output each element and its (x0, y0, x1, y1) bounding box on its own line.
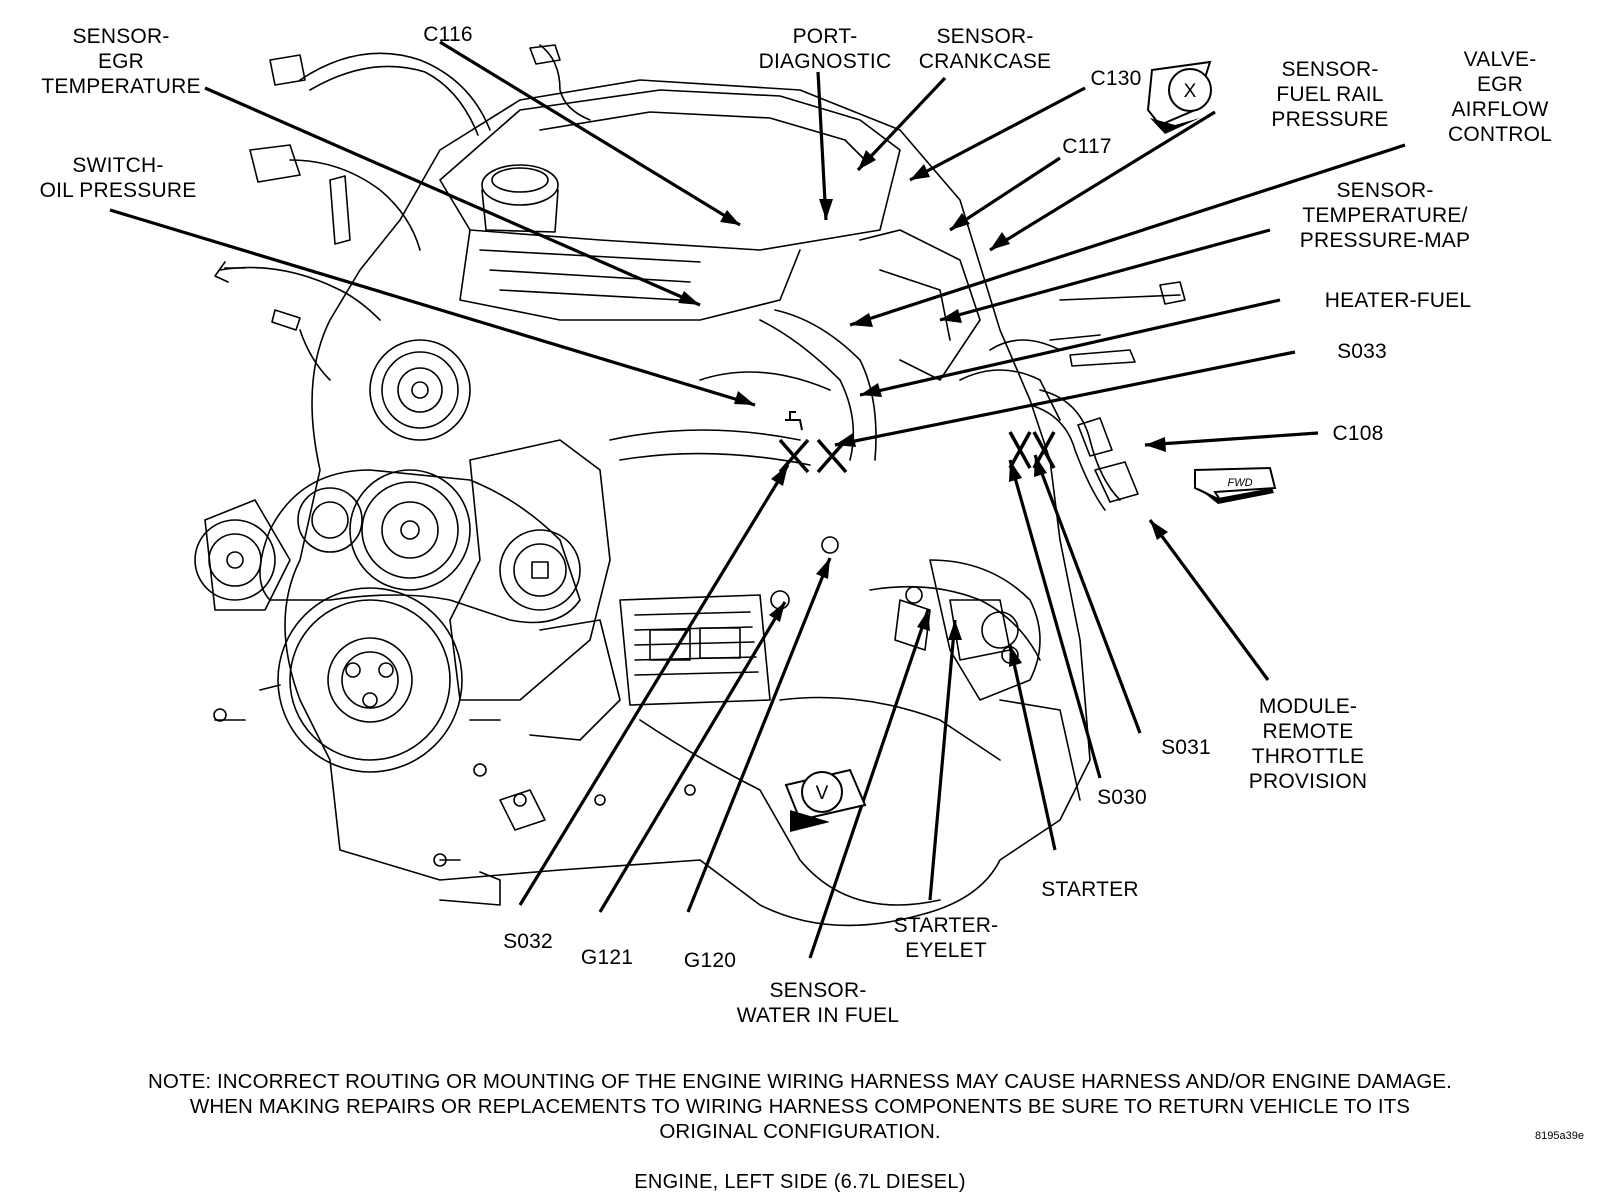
label-line: S033 (1337, 340, 1387, 363)
label-line: VALVE- (1463, 48, 1537, 71)
label-line: C108 (1332, 422, 1384, 445)
oil-pressure-switch-symbol (785, 411, 803, 431)
label-line: G120 (683, 949, 737, 972)
label-line: SENSOR- (936, 25, 1034, 48)
label-module-remote-throttle-provision: MODULE- REMOTE THROTTLE PROVISION (1249, 694, 1368, 794)
label-s031: S031 (1161, 735, 1211, 760)
label-line: TEMPERATURE/ (1302, 204, 1468, 227)
label-s032: S032 (503, 929, 553, 954)
label-line: MODULE- (1258, 695, 1358, 718)
label-c108: C108 (1332, 421, 1383, 446)
label-line: SENSOR- (769, 979, 867, 1002)
label-line: DIAGNOSTIC (758, 50, 892, 73)
label-starter: STARTER (1041, 877, 1138, 902)
label-line: CONTROL (1447, 123, 1553, 146)
label-line: SENSOR- (1336, 179, 1434, 202)
label-line: OIL PRESSURE (39, 179, 197, 202)
label-line: HEATER-FUEL (1324, 289, 1472, 312)
figure-caption: ENGINE, LEFT SIDE (6.7L DIESEL) (634, 1171, 966, 1193)
label-g120: G120 (684, 948, 736, 973)
label-line: FUEL RAIL (1276, 83, 1384, 106)
label-line: WATER IN FUEL (736, 1004, 900, 1027)
view-symbol-bottom: V (784, 768, 867, 832)
note-line: ORIGINAL CONFIGURATION. (659, 1120, 941, 1143)
label-line: EGR (1476, 73, 1524, 96)
splice-x-markers (778, 431, 1056, 474)
forward-arrow-icon: FWD (1194, 466, 1277, 504)
warning-note: NOTE: INCORRECT ROUTING OR MOUNTING OF T… (0, 1069, 1600, 1144)
label-line: EGR (97, 50, 145, 73)
label-g121: G121 (581, 945, 633, 970)
label-line: STARTER- (893, 914, 999, 937)
note-line: WHEN MAKING REPAIRS OR REPLACEMENTS TO W… (189, 1095, 1411, 1118)
label-line: SENSOR- (72, 25, 170, 48)
label-switch-oil-pressure: SWITCH- OIL PRESSURE (40, 153, 197, 203)
label-line: PRESSURE (1271, 108, 1389, 131)
label-c117: C117 (1062, 134, 1111, 159)
label-line: STARTER (1041, 878, 1139, 901)
label-sensor-fuel-rail-pressure: SENSOR- FUEL RAIL PRESSURE (1271, 57, 1388, 132)
label-sensor-crankcase: SENSOR- CRANKCASE (919, 24, 1052, 74)
label-line: PRESSURE-MAP (1299, 229, 1471, 252)
forward-arrow-label: FWD (1227, 477, 1252, 489)
label-sensor-temperature-pressure-map: SENSOR- TEMPERATURE/ PRESSURE-MAP (1300, 178, 1470, 253)
label-line: TEMPERATURE (41, 75, 201, 98)
label-line: C130 (1090, 67, 1142, 90)
label-port-diagnostic: PORT- DIAGNOSTIC (759, 24, 892, 74)
label-line: C116 (423, 23, 473, 46)
note-line: NOTE: INCORRECT ROUTING OR MOUNTING OF T… (148, 1070, 1452, 1093)
label-line: S032 (503, 930, 553, 953)
label-line: S030 (1097, 786, 1147, 809)
label-c130: C130 (1090, 66, 1141, 91)
label-c116: C116 (423, 22, 472, 47)
label-s030: S030 (1097, 785, 1147, 810)
label-heater-fuel: HEATER-FUEL (1325, 288, 1472, 313)
view-v-label: V (816, 783, 829, 804)
label-s033: S033 (1337, 339, 1387, 364)
label-line: CRANKCASE (918, 50, 1052, 73)
figure-reference: 8195a39e (1535, 1130, 1584, 1142)
label-sensor-egr-temperature: SENSOR- EGR TEMPERATURE (41, 24, 200, 99)
label-line: PROVISION (1248, 770, 1368, 793)
label-line: EYELET (905, 939, 987, 962)
view-symbol-top: X (1146, 60, 1212, 134)
view-x-label: X (1184, 81, 1197, 102)
label-line: C117 (1062, 135, 1112, 158)
leader-lines (109, 40, 1406, 959)
label-line: G121 (580, 946, 634, 969)
label-line: AIRFLOW (1451, 98, 1549, 121)
label-line: PORT- (792, 25, 858, 48)
label-line: THROTTLE (1251, 745, 1365, 768)
label-valve-egr-airflow-control: VALVE- EGR AIRFLOW CONTROL (1448, 47, 1552, 147)
label-line: REMOTE (1262, 720, 1354, 743)
label-sensor-water-in-fuel: SENSOR- WATER IN FUEL (737, 978, 899, 1028)
label-line: SENSOR- (1281, 58, 1379, 81)
leader-arrowheads (678, 150, 1168, 667)
label-line: S031 (1161, 736, 1211, 759)
label-line: SWITCH- (72, 154, 164, 177)
engine-illustration (194, 44, 1186, 927)
label-starter-eyelet: STARTER- EYELET (894, 913, 999, 963)
